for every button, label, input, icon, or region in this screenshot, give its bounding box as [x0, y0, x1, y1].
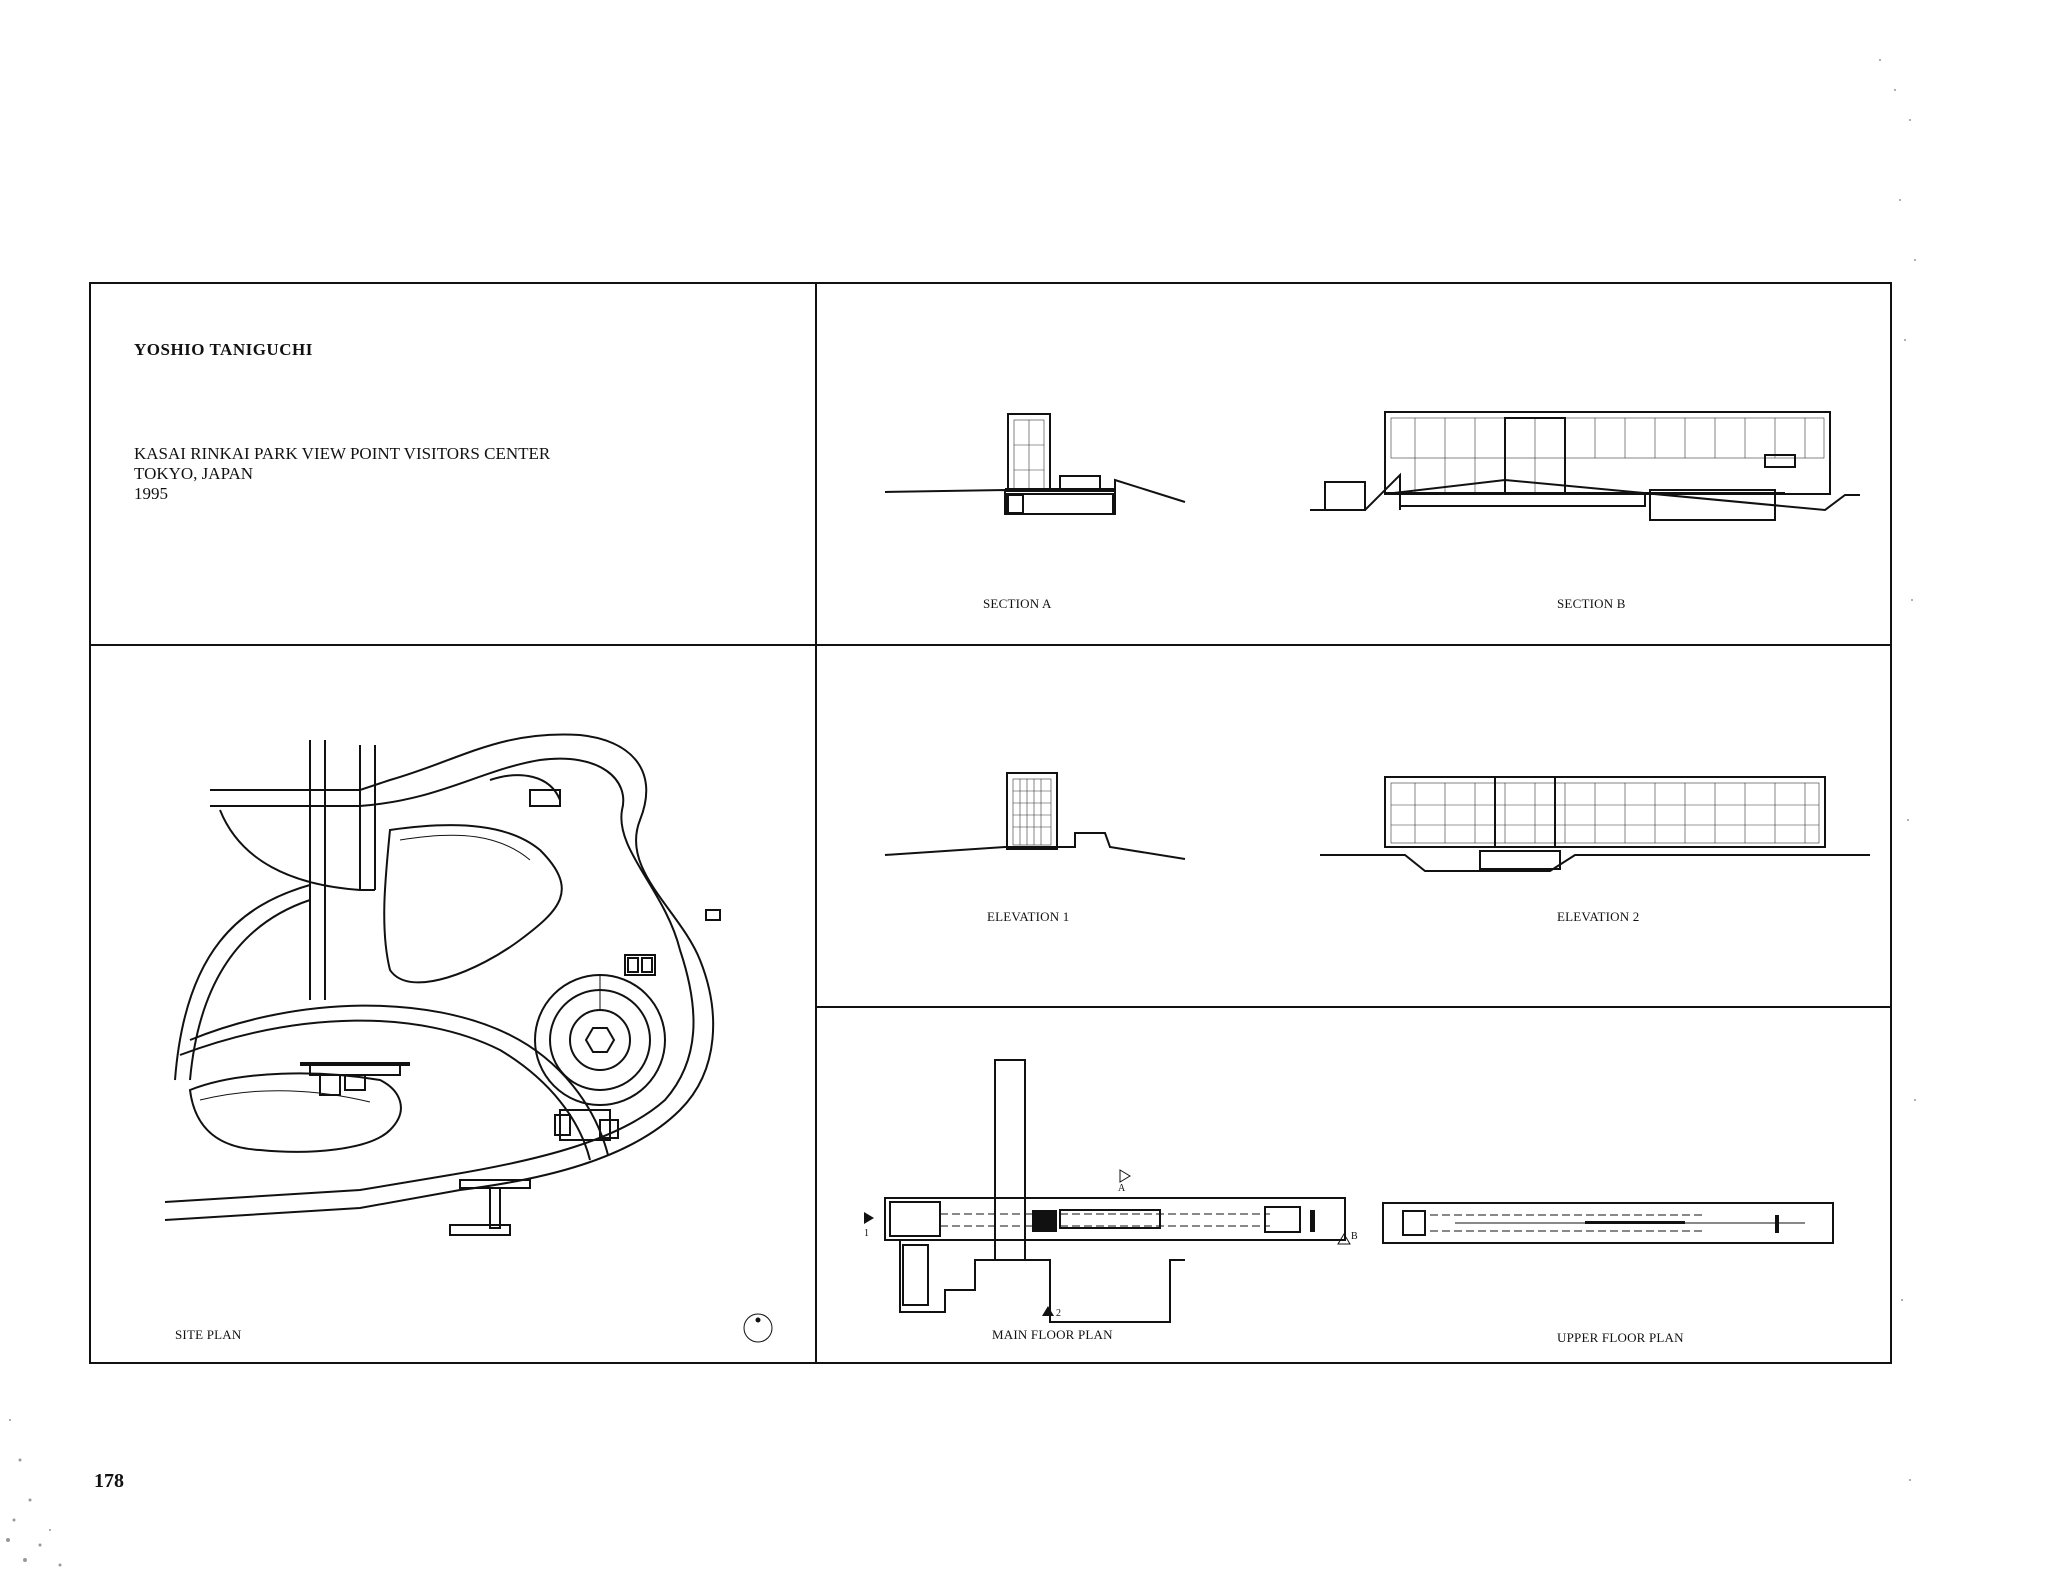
author-name: YOSHIO TANIGUCHI — [134, 340, 313, 359]
marker-1-label: 1 — [864, 1228, 870, 1239]
elevation-2-label: ELEVATION 2 — [1557, 909, 1640, 924]
elevation-1-label: ELEVATION 1 — [987, 909, 1070, 924]
site-plan-drawing — [164, 733, 721, 1236]
upper-floor-plan-label: UPPER FLOOR PLAN — [1557, 1330, 1684, 1345]
section-a-drawing — [884, 413, 1186, 515]
section-a-label: SECTION A — [983, 596, 1052, 611]
page-number: 178 — [94, 1470, 124, 1492]
project-location: TOKYO, JAPAN — [134, 464, 254, 483]
project-name: KASAI RINKAI PARK VIEW POINT VISITORS CE… — [134, 444, 551, 463]
elevation-1-drawing — [884, 772, 1186, 860]
marker-b-icon — [1337, 1233, 1351, 1245]
marker-1-icon — [864, 1212, 874, 1224]
project-year: 1995 — [134, 484, 168, 503]
marker-a-label: A — [1118, 1183, 1126, 1194]
main-floor-plan-label: MAIN FLOOR PLAN — [992, 1327, 1113, 1342]
elevation-2-drawing — [1320, 776, 1870, 872]
marker-2-icon — [1042, 1306, 1054, 1316]
site-plan-label: SITE PLAN — [175, 1327, 242, 1342]
section-b-drawing — [1310, 411, 1860, 521]
marker-a-icon — [1119, 1169, 1131, 1183]
upper-floor-plan-drawing — [1382, 1202, 1834, 1244]
section-b-label: SECTION B — [1557, 596, 1626, 611]
compass-icon — [743, 1313, 773, 1343]
marker-b-label: B — [1351, 1231, 1358, 1242]
floor-plans-panel — [815, 1006, 1892, 1364]
marker-2-label: 2 — [1056, 1308, 1062, 1319]
main-floor-plan-drawing — [884, 1059, 1346, 1323]
